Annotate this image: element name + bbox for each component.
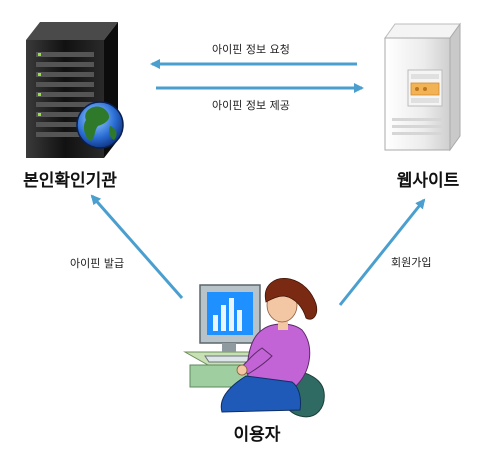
arrow-ipin-issue (90, 194, 184, 299)
ipin-provide-label: 아이핀 정보 제공 (212, 99, 290, 112)
person-at-computer-icon (183, 278, 325, 418)
server-beige-icon (384, 22, 461, 152)
website-label: 웹사이트 (396, 171, 460, 191)
user-label: 이용자 (233, 425, 281, 445)
identity-agency-label: 본인확인기관 (23, 171, 117, 191)
ipin-issue-label: 아이핀 발급 (70, 257, 125, 270)
ipin-request-label: 아이핀 정보 요청 (212, 43, 290, 56)
arrow-membership-signup (338, 198, 426, 306)
server-tower-globe-icon (26, 22, 124, 158)
membership-signup-label: 회원가입 (391, 256, 432, 269)
